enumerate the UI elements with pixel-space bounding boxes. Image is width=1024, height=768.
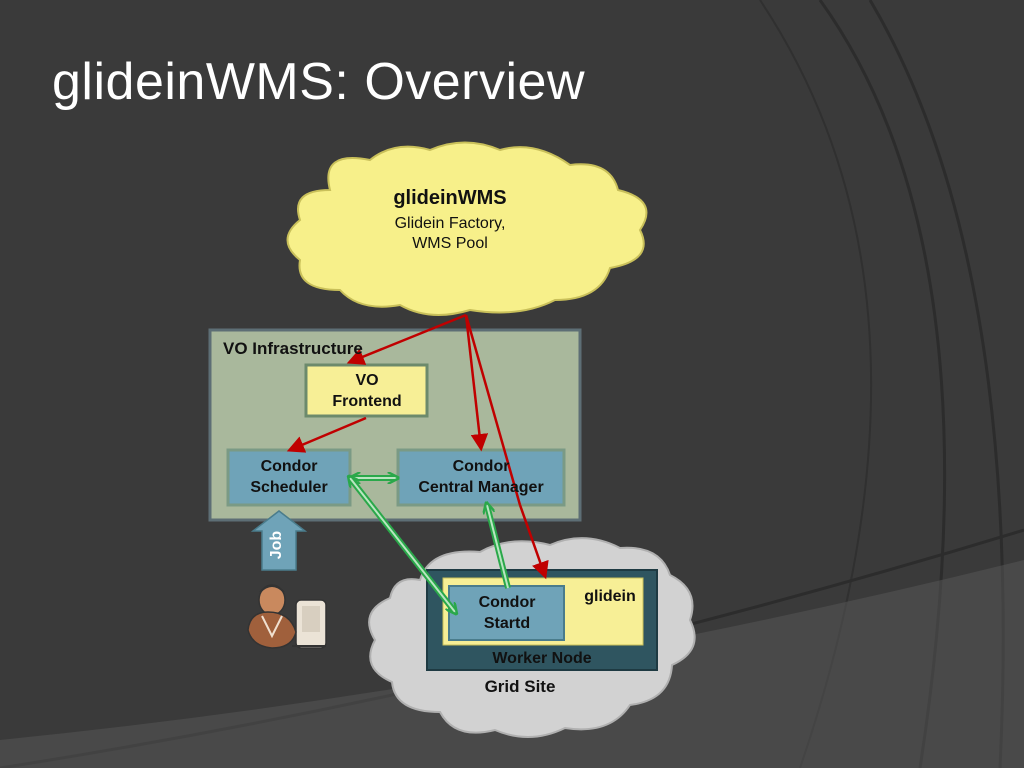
glideinwms-cloud	[286, 141, 648, 316]
job-label: Job	[268, 530, 285, 560]
arrow-factory-to-central-manager	[464, 314, 489, 452]
worker-node-label: Worker Node	[492, 650, 592, 667]
condor-startd-line-2: Startd	[483, 615, 531, 632]
arrow-startd-central	[487, 505, 511, 589]
vo-frontend-label: VO Frontend	[308, 370, 426, 412]
condor-central-manager-label: Condor Central Manager	[400, 456, 562, 498]
slide-title: glideinWMS: Overview	[52, 53, 586, 111]
vo-infrastructure-label: VO Infrastructure	[223, 339, 363, 358]
condor-central-manager-line-2: Central Manager	[418, 479, 544, 496]
vo-frontend-line-1: VO	[355, 372, 379, 389]
wms-pool-line: WMS Pool	[412, 235, 488, 252]
condor-scheduler-label: Condor Scheduler	[230, 456, 348, 498]
vo-frontend-line-2: Frontend	[332, 393, 402, 410]
glidein-factory-line: Glidein Factory,	[394, 215, 506, 232]
condor-scheduler-line-2: Scheduler	[250, 479, 328, 496]
glidein-label: glidein	[584, 588, 636, 605]
arrow-factory-to-frontend	[346, 313, 467, 365]
condor-startd-label: Condor Startd	[452, 592, 562, 634]
glidein-factory-label: Glidein Factory, WMS Pool	[350, 214, 550, 254]
job-arrow	[250, 510, 308, 571]
user-at-computer-icon	[247, 584, 327, 649]
grid-site-label: Grid Site	[484, 677, 556, 696]
condor-scheduler-line-1: Condor	[260, 458, 318, 475]
vo-frontend-box	[304, 363, 429, 418]
condor-scheduler-box	[226, 448, 352, 507]
glideinwms-label: glideinWMS	[393, 187, 507, 209]
arrow-central-to-glidein	[518, 504, 549, 580]
condor-startd-line-1: Condor	[478, 594, 536, 611]
arrow-scheduler-startd	[350, 478, 455, 612]
condor-central-manager-line-1: Condor	[452, 458, 510, 475]
line-factory-to-worker-node	[464, 314, 522, 506]
arrow-frontend-to-scheduler	[286, 416, 367, 453]
